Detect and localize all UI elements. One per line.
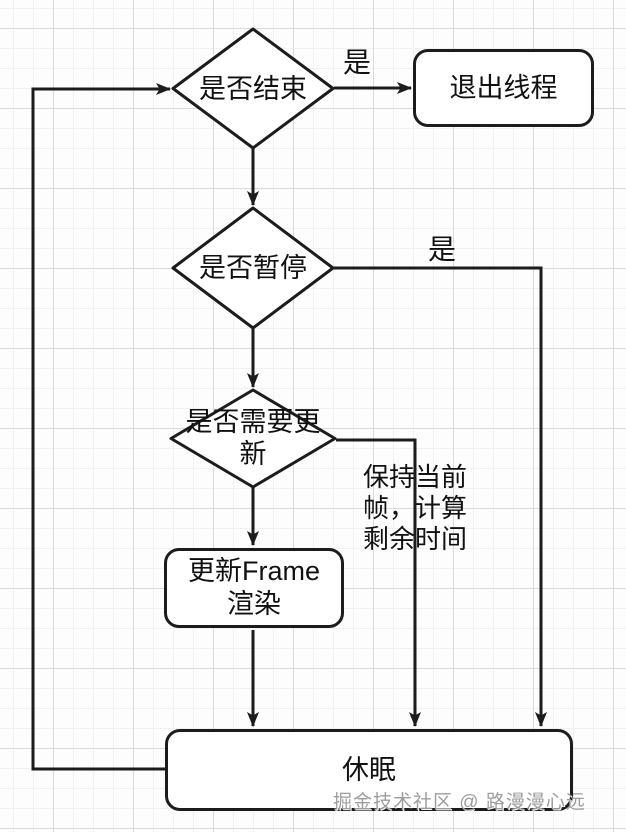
edge-sleep-loop-to-check-end xyxy=(31,83,171,771)
decision-check-end-label: 是否结束 xyxy=(199,74,307,104)
decision-check-update-label: 是否需要更 新 xyxy=(186,406,321,470)
annotation-keep-current-frame: 保持当前 帧，计算 剩余时间 xyxy=(363,462,493,555)
annotation-line2: 帧，计算 xyxy=(363,493,468,523)
decision-check-pause xyxy=(171,206,335,330)
watermark-text: 掘金技术社区 @ 路漫漫心远 xyxy=(333,792,586,813)
node-update-frame: 更新Frame 渲染 xyxy=(164,548,344,628)
decision-check-end xyxy=(171,27,335,150)
node-sleep: 休眠 xyxy=(165,729,573,811)
node-exit-thread: 退出线程 xyxy=(413,49,594,127)
decision-check-update xyxy=(169,388,337,489)
node-update-frame-line1: 更新Frame xyxy=(187,556,320,586)
node-update-frame-line2: 渲染 xyxy=(227,589,281,619)
annotation-line3: 剩余时间 xyxy=(363,524,468,554)
edge-check-update-keep-frame-to-sleep xyxy=(336,438,421,727)
decision-check-update-line2: 新 xyxy=(239,439,267,469)
edge-label-end-yes: 是 xyxy=(342,47,372,78)
decision-check-update-line1: 是否需要更 xyxy=(185,407,321,437)
node-sleep-label: 休眠 xyxy=(342,754,396,785)
edge-check-pause-yes-to-sleep xyxy=(334,266,547,727)
node-exit-thread-label: 退出线程 xyxy=(449,72,558,103)
edge-label-pause-yes: 是 xyxy=(427,234,457,265)
decision-check-pause-label: 是否暂停 xyxy=(199,253,307,283)
annotation-line1: 保持当前 xyxy=(363,462,468,492)
